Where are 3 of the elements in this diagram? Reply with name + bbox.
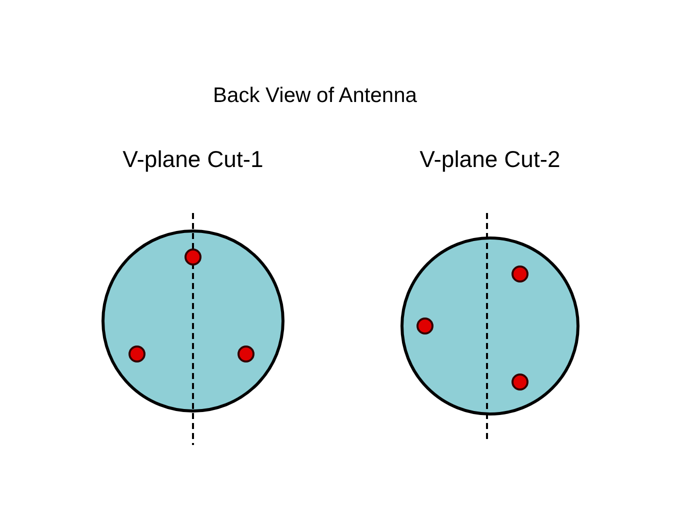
- panel-heading: V-plane Cut-1: [122, 146, 264, 173]
- diagram-title: Back View of Antenna: [212, 84, 418, 108]
- panel-heading: V-plane Cut-2: [418, 146, 562, 173]
